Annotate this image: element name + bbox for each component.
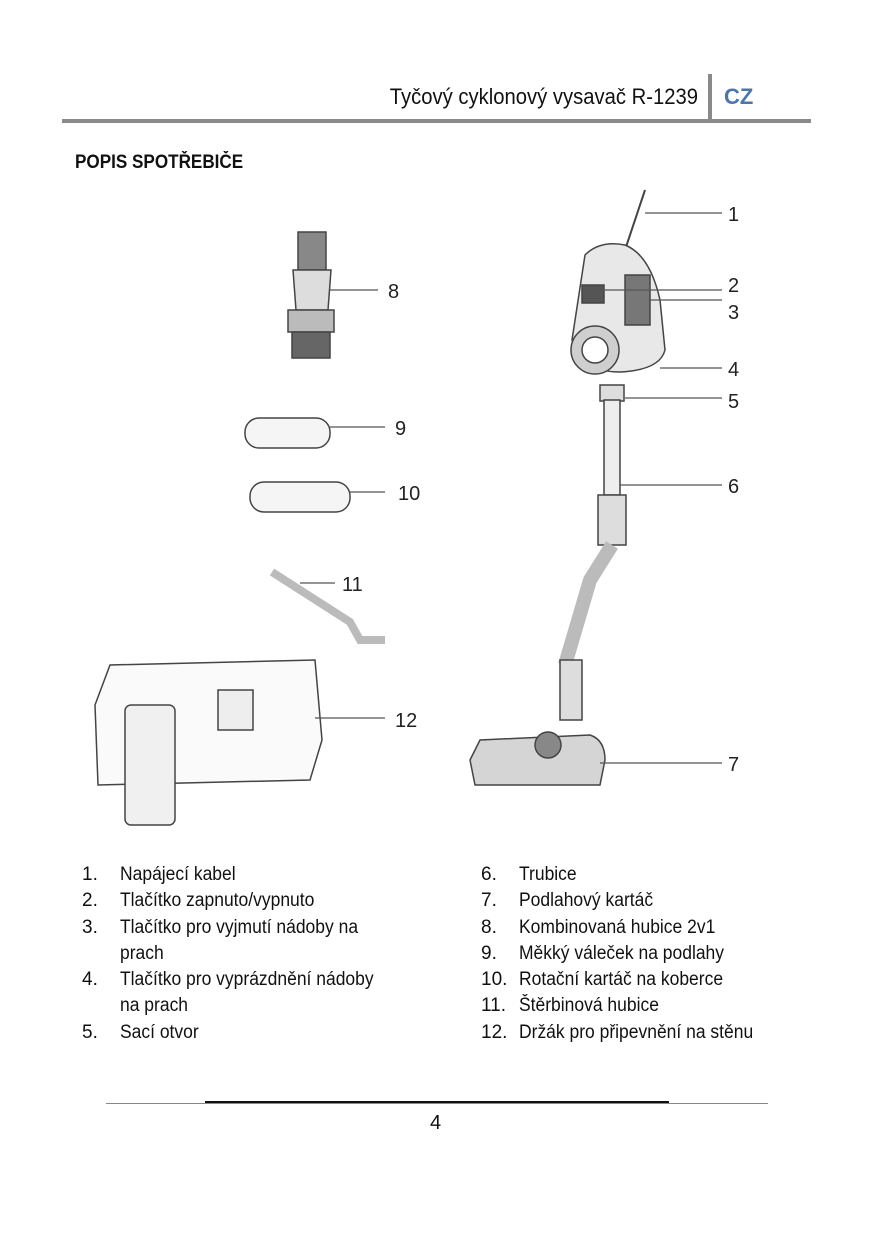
list-item: 5. Sací otvor <box>82 1020 396 1046</box>
item-label: Sací otvor <box>120 1021 199 1043</box>
item-label: Tlačítko pro vyprázdnění nádoby <box>120 969 374 991</box>
footer-rule <box>106 1103 768 1104</box>
callout-12: 12 <box>395 710 417 732</box>
list-item: 10. Rotační kartáč na koberce <box>481 967 774 993</box>
callout-9: 9 <box>395 418 406 440</box>
section-title: POPIS SPOTŘEBIČE <box>75 152 244 173</box>
list-item: 2. Tlačítko zapnuto/vypnuto <box>82 888 396 914</box>
item-number: 12. <box>481 1021 508 1043</box>
callout-6: 6 <box>728 476 739 498</box>
item-label: Měkký váleček na podlahy <box>519 942 725 964</box>
item-number: 2. <box>82 890 98 912</box>
footer-rule-bold <box>205 1101 669 1103</box>
soft-roller-illustration <box>244 417 331 449</box>
item-label: Tlačítko zapnuto/vypnuto <box>120 890 315 912</box>
carpet-brush-illustration <box>249 481 351 513</box>
item-number: 1. <box>82 864 98 885</box>
header-rule <box>62 119 811 123</box>
list-item: 12. Držák pro připevnění na stěnu <box>481 1020 774 1046</box>
list-item: 3. Tlačítko pro vyjmutí nádoby na <box>82 915 396 941</box>
callout-4: 4 <box>728 359 739 381</box>
item-number: 8. <box>481 916 497 938</box>
language-code: CZ <box>724 84 754 109</box>
list-item: prach <box>82 941 396 967</box>
list-item: 1. Napájecí kabel <box>82 862 396 888</box>
callout-5: 5 <box>728 391 739 413</box>
item-number: 5. <box>82 1021 98 1043</box>
item-label: na prach <box>120 995 189 1017</box>
callout-11: 11 <box>342 574 363 596</box>
item-number: 9. <box>481 942 497 964</box>
stick-vacuum-illustration <box>469 189 666 786</box>
list-item: 4. Tlačítko pro vyprázdnění nádoby <box>82 967 396 993</box>
item-number: 10. <box>481 969 508 991</box>
list-item: 7. Podlahový kartáč <box>481 888 774 914</box>
item-number: 7. <box>481 890 497 912</box>
appliance-diagram: 1 2 3 4 5 6 7 8 9 10 11 12 <box>94 189 739 826</box>
item-label: Držák pro připevnění na stěnu <box>519 1021 754 1043</box>
list-item: 11. Štěrbinová hubice <box>481 993 774 1019</box>
item-label: Štěrbinová hubice <box>519 995 659 1017</box>
document-title: Tyčový cyklonový vysavač R-1239 <box>389 84 698 109</box>
callout-3: 3 <box>728 302 739 324</box>
item-number: 11. <box>481 995 507 1017</box>
crevice-nozzle-illustration <box>269 568 385 644</box>
parts-list-left: 1. Napájecí kabel 2. Tlačítko zapnuto/vypn… <box>82 862 396 1046</box>
item-label: Kombinovaná hubice 2v1 <box>519 916 716 938</box>
callout-8: 8 <box>388 281 399 303</box>
item-number: 4. <box>82 969 98 991</box>
combination-nozzle-illustration <box>287 231 335 359</box>
item-label: Tlačítko pro vyjmutí nádoby na <box>120 916 359 938</box>
item-number <box>82 941 120 967</box>
item-number: 6. <box>481 864 497 885</box>
wall-mount-illustration <box>94 659 323 826</box>
parts-list-right: 6. Trubice 7. Podlahový kartáč 8. Kombinova… <box>481 862 774 1046</box>
callout-2: 2 <box>728 275 739 297</box>
list-item: 9. Měkký váleček na podlahy <box>481 941 774 967</box>
item-label: Podlahový kartáč <box>519 890 654 912</box>
header-divider <box>708 74 712 122</box>
item-number: 3. <box>82 916 98 938</box>
item-label: Trubice <box>519 864 577 885</box>
callout-7: 7 <box>728 754 739 776</box>
callout-10: 10 <box>398 483 420 505</box>
page-number: 4 <box>430 1112 442 1134</box>
list-item: 8. Kombinovaná hubice 2v1 <box>481 915 774 941</box>
callout-1: 1 <box>728 204 739 226</box>
list-item: na prach <box>82 993 396 1019</box>
item-number <box>82 993 120 1019</box>
item-label: Rotační kartáč na koberce <box>519 969 724 991</box>
list-item: 6. Trubice <box>481 862 774 888</box>
item-label: Napájecí kabel <box>120 864 236 885</box>
item-label: prach <box>120 942 164 964</box>
